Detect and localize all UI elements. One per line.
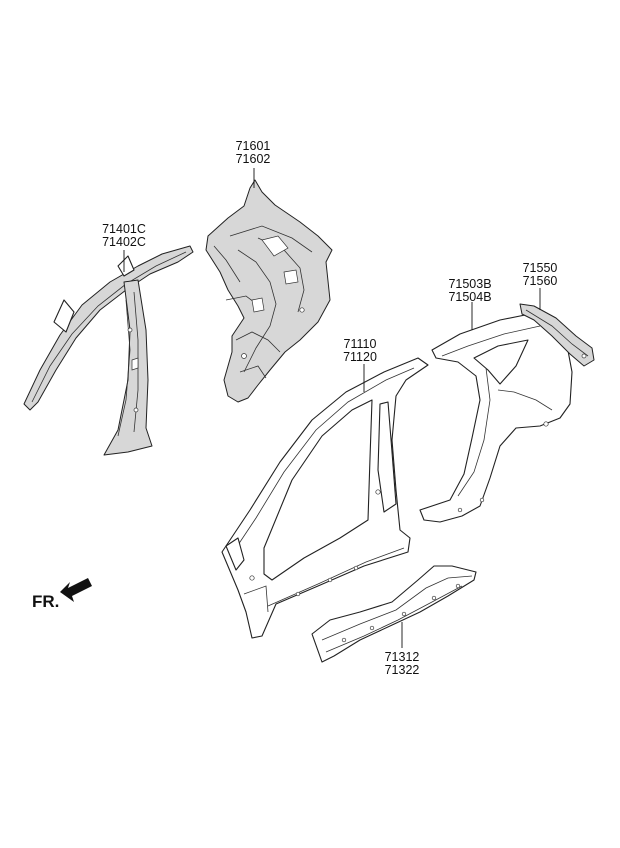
side-sill-panel-drawing <box>311 565 477 663</box>
part-label-side-sill: 71312 71322 <box>385 650 420 677</box>
part-number: 71550 <box>523 261 558 275</box>
part-label-side-outer: 71110 71120 <box>343 337 377 364</box>
part-number: 71402C <box>102 235 146 249</box>
side-outer-panel-drawing <box>221 357 429 639</box>
part-label-quarter-inner: 71601 71602 <box>236 139 271 166</box>
quarter-extension-drawing <box>519 303 595 367</box>
part-number: 71312 <box>385 650 420 664</box>
part-number: 71504B <box>448 290 491 304</box>
part-number: 71503B <box>448 277 491 291</box>
part-label-pillar-inner: 71401C 71402C <box>102 222 146 249</box>
quarter-outer-panel-drawing <box>419 311 573 523</box>
part-label-quarter-extension: 71550 71560 <box>523 261 558 288</box>
pillar-inner-panel-drawing <box>23 245 194 456</box>
front-arrow-icon <box>60 578 92 602</box>
quarter-inner-panel-drawing <box>205 179 333 403</box>
part-number: 71110 <box>344 337 377 351</box>
front-indicator: FR. <box>32 578 92 611</box>
part-number: 71601 <box>236 139 271 153</box>
front-label: FR. <box>32 592 59 611</box>
part-number: 71602 <box>236 152 271 166</box>
part-number: 71401C <box>102 222 146 236</box>
leader-lines <box>123 168 541 648</box>
part-number: 71560 <box>523 274 558 288</box>
part-number: 71120 <box>343 350 377 364</box>
part-label-quarter-outer: 71503B 71504B <box>448 277 491 304</box>
part-number: 71322 <box>385 663 420 677</box>
